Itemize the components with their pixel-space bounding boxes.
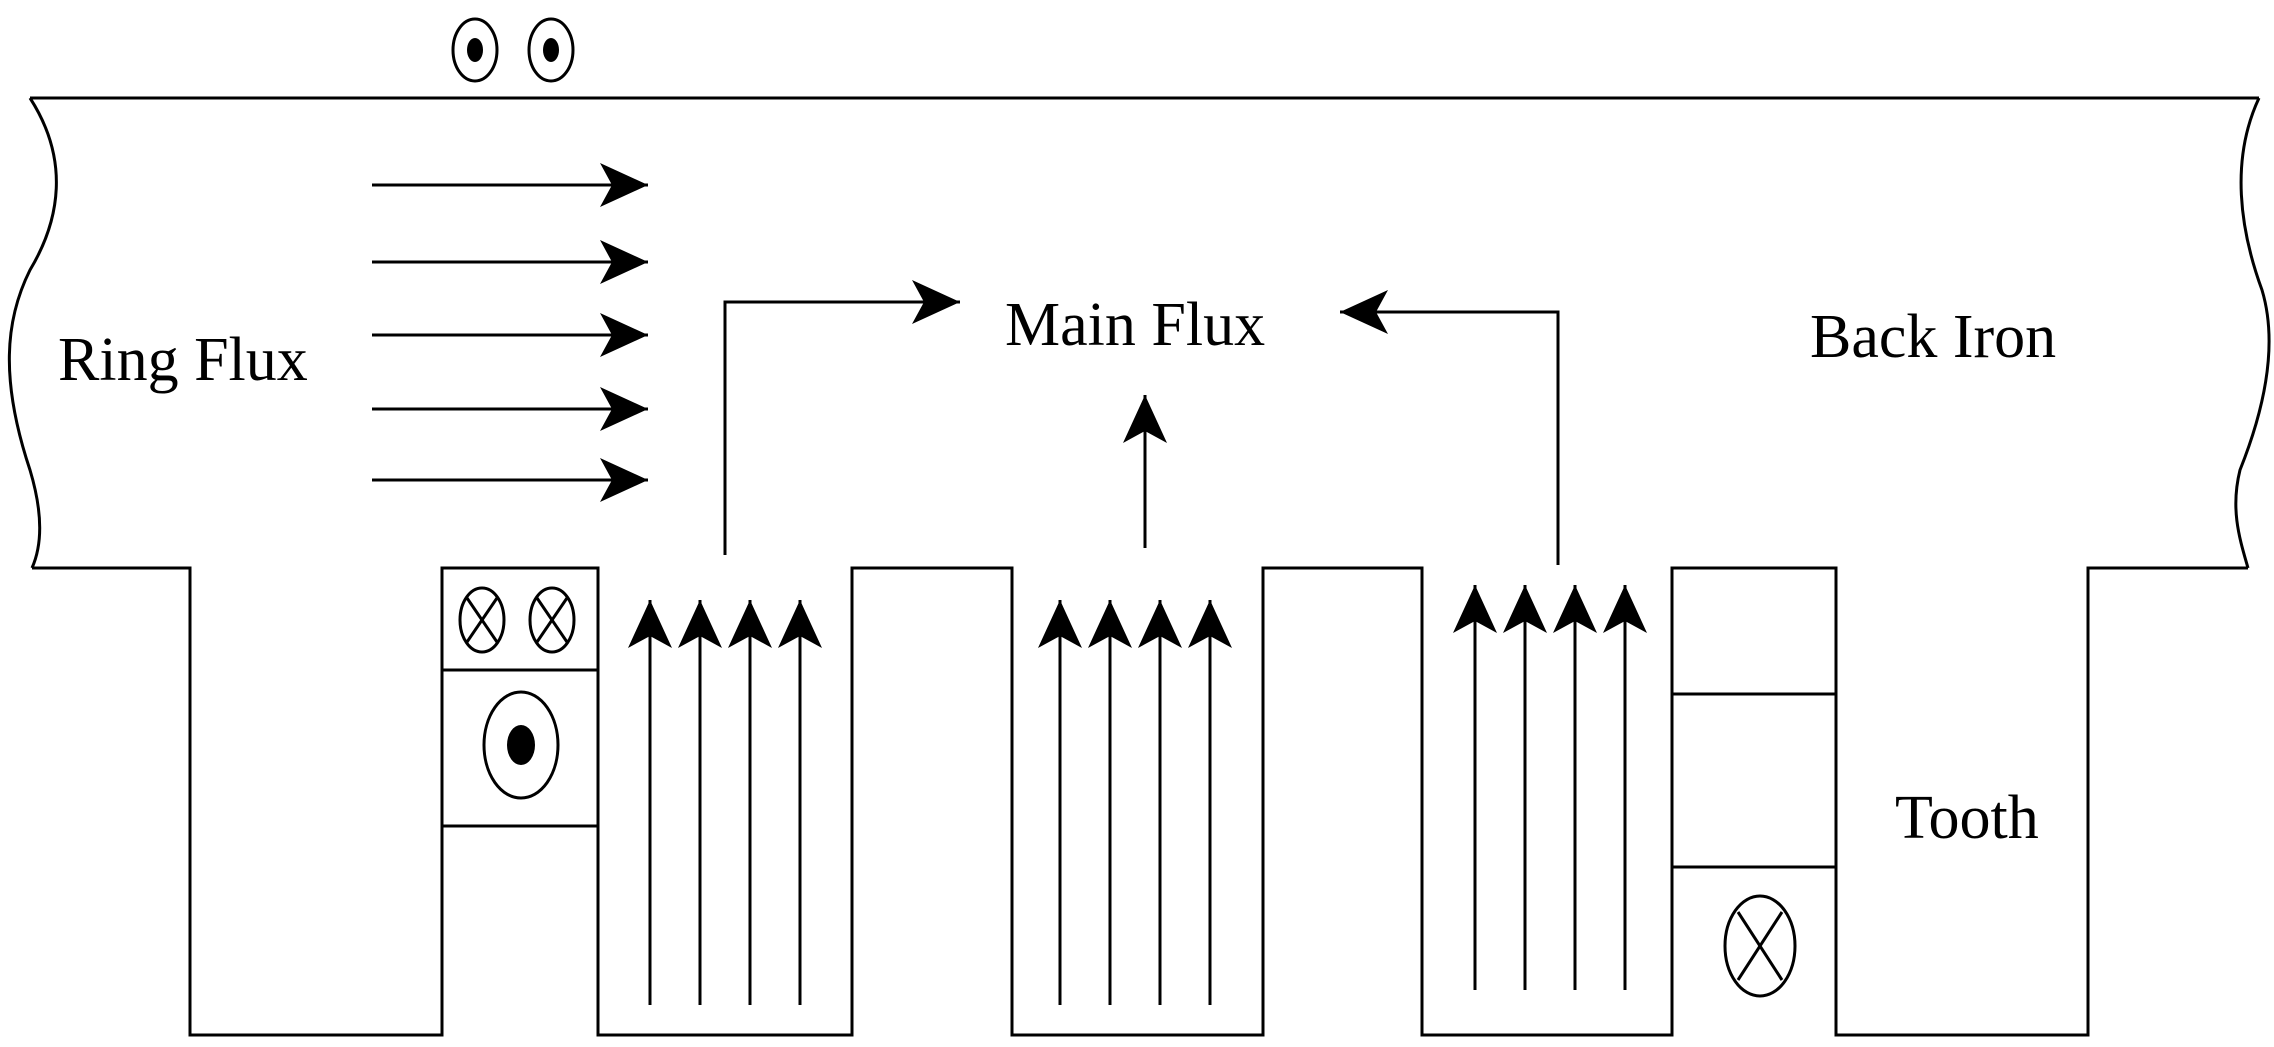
tooth-1-flux-arrows [628, 600, 822, 1005]
stator-teeth-profile [32, 566, 2248, 1037]
tooth-3-flux-arrows [1453, 585, 1647, 990]
back-iron-right-wavy-edge [2234, 97, 2271, 569]
ring-flux-label: Ring Flux [58, 326, 308, 394]
cross-in-circle-icon [458, 586, 506, 654]
dot-in-circle-icon [451, 17, 499, 83]
cross-in-circle-icon [1723, 894, 1797, 998]
back-iron-left-wavy-edge [7, 97, 58, 569]
back-iron-label: Back Iron [1810, 303, 2056, 371]
cross-in-circle-icon [528, 586, 576, 654]
dot-in-circle-icon [527, 17, 575, 83]
left-slot-winding [442, 586, 598, 828]
tooth-2-flux-arrows [1038, 600, 1232, 1005]
tooth-label: Tooth [1895, 784, 2039, 852]
ring-flux-arrows [372, 163, 648, 502]
right-slot-winding [1672, 692, 1836, 998]
main-flux-label: Main Flux [1005, 291, 1265, 359]
stator-outline [7, 96, 2271, 1037]
end-winding-symbols [451, 17, 575, 83]
dot-in-circle-icon [482, 690, 560, 800]
main-flux-arrows [723, 280, 1560, 565]
